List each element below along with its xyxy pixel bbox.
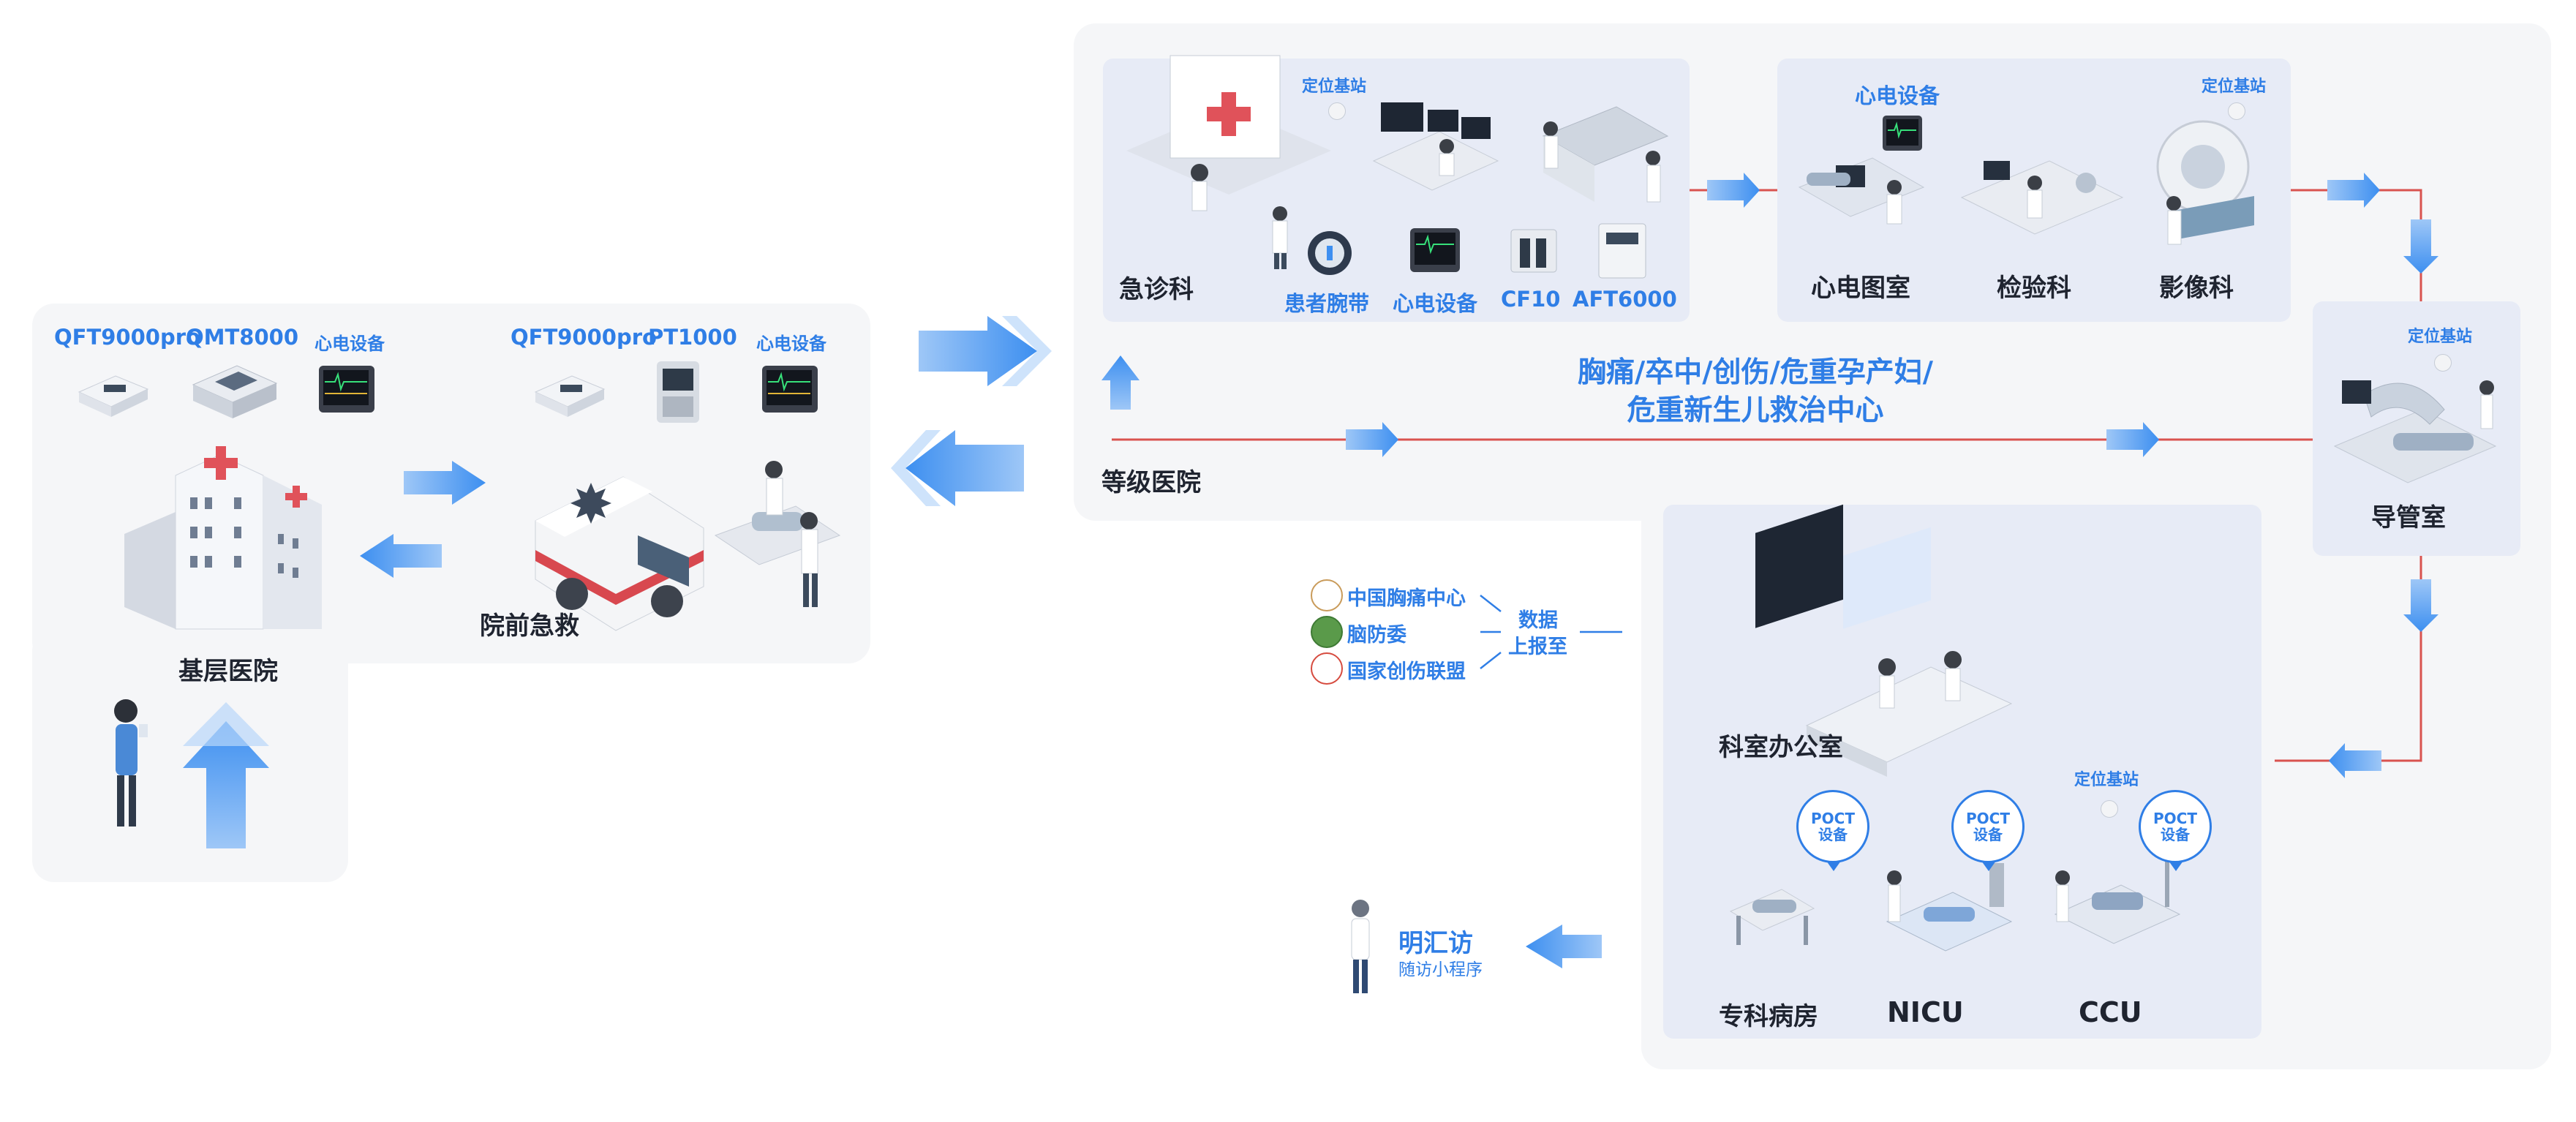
aft6000-device-icon [1598, 223, 1646, 279]
label-followup-app: 明汇访 [1398, 929, 1473, 958]
ward-bed-illustration [1729, 889, 1815, 945]
cath-lab-illustration [2333, 380, 2497, 483]
locator-pin-icon [2228, 102, 2245, 120]
hospital-building-icon [124, 446, 322, 630]
label-report-line1: 数据 [1518, 609, 1558, 632]
label-office: 科室办公室 [1719, 733, 1843, 762]
followup-person-icon [1351, 900, 1370, 993]
label-followup-sub: 随访小程序 [1398, 960, 1483, 979]
label-org-stroke: 脑防委 [1347, 624, 1406, 647]
ccu-illustration [2054, 856, 2181, 944]
label-treatment-center-line1: 胸痛/卒中/创伤/危重孕产妇/ [1578, 356, 1933, 389]
label-nicu: NICU [1887, 996, 1964, 1028]
trauma-alliance-logo-icon [1311, 652, 1343, 685]
emergency-room-illustration [1126, 55, 1331, 211]
chest-pain-center-logo-icon [1311, 579, 1343, 611]
nicu-illustration [1886, 863, 2013, 952]
arrow-icon [1101, 173, 2438, 778]
label-specialty-ward: 专科病房 [1719, 1002, 1818, 1031]
locator-pin-icon [1328, 102, 1346, 120]
cf10-device-icon [1510, 229, 1557, 273]
person-with-phone-icon [114, 699, 148, 827]
label-cf10: CF10 [1501, 287, 1561, 312]
ecg-monitor-icon [319, 366, 374, 413]
label-prehospital-emergency: 院前急救 [480, 611, 579, 641]
label-locator-cath: 定位基站 [2408, 328, 2473, 346]
label-ccu: CCU [2079, 996, 2142, 1028]
poct-device-bubble: POCT 设备 [2139, 790, 2212, 871]
poct-device-bubble: POCT 设备 [1951, 790, 2025, 871]
qft9000pro-device-icon [78, 375, 149, 417]
label-grade-hospital: 等级医院 [1101, 468, 1201, 497]
label-ecg-room: 心电图室 [1811, 274, 1910, 303]
ecg-monitor-icon-4 [1883, 116, 1922, 151]
label-ecg-device-er: 心电设备 [1393, 291, 1478, 316]
label-qft9000pro-2: QFT9000pro [511, 325, 657, 350]
label-locator-ward: 定位基站 [2074, 771, 2139, 789]
label-pt1000: PT1000 [648, 325, 737, 350]
ambulance-icon [535, 476, 704, 631]
label-patient-wristband: 患者腕带 [1284, 291, 1370, 316]
poct-device-bubble: POCT 设备 [1796, 790, 1869, 871]
ecg-room-illustration [1798, 157, 1925, 225]
ecg-monitor-icon-3 [1410, 228, 1460, 272]
monitoring-desk-illustration [1372, 102, 1499, 191]
label-primary-hospital: 基层医院 [178, 657, 278, 686]
pt1000-device-icon [657, 361, 699, 423]
qmt8000-device-icon [192, 365, 278, 418]
label-aft6000: AFT6000 [1573, 287, 1677, 312]
locator-pin-icon [2434, 354, 2452, 372]
label-qmt8000: QMT8000 [186, 325, 299, 350]
label-emergency-dept: 急诊科 [1119, 275, 1194, 304]
lab-room-illustration [1960, 160, 2124, 235]
label-ecg-device: 心电设备 [315, 334, 385, 354]
ct-scanner-illustration [2156, 120, 2254, 245]
label-org-chest-pain: 中国胸痛中心 [1347, 587, 1466, 610]
panel-primary-care-lower [32, 629, 348, 882]
label-treatment-center-line2: 危重新生儿救治中心 [1627, 394, 1884, 427]
office-illustration [1755, 504, 2013, 777]
lab-workstation-illustration [1542, 106, 1669, 203]
stretcher-staff-icon [714, 461, 841, 607]
stroke-committee-logo-icon [1311, 616, 1343, 648]
label-qft9000pro: QFT9000pro [54, 325, 200, 350]
label-ecg-device-2: 心电设备 [756, 334, 826, 354]
label-lab-dept: 检验科 [1997, 274, 2071, 303]
label-org-trauma: 国家创伤联盟 [1347, 660, 1466, 683]
label-imaging-dept: 影像科 [2159, 274, 2234, 303]
doctor-icon [1272, 206, 1288, 269]
label-cath-lab: 导管室 [2371, 503, 2446, 532]
label-report-line2: 上报至 [1508, 636, 1567, 658]
label-treatment-center: 胸痛/卒中/创伤/危重孕产妇/ 危重新生儿救治中心 [1507, 354, 2004, 430]
ecg-monitor-icon-2 [762, 366, 818, 413]
locator-pin-icon [2101, 800, 2118, 818]
label-locator-er: 定位基站 [1302, 78, 1367, 96]
qft9000pro-device-icon-2 [534, 375, 606, 417]
label-locator-ecg: 定位基站 [2202, 78, 2267, 96]
wristband-icon [1308, 231, 1352, 275]
label-ecg-device-room: 心电设备 [1855, 83, 1940, 108]
